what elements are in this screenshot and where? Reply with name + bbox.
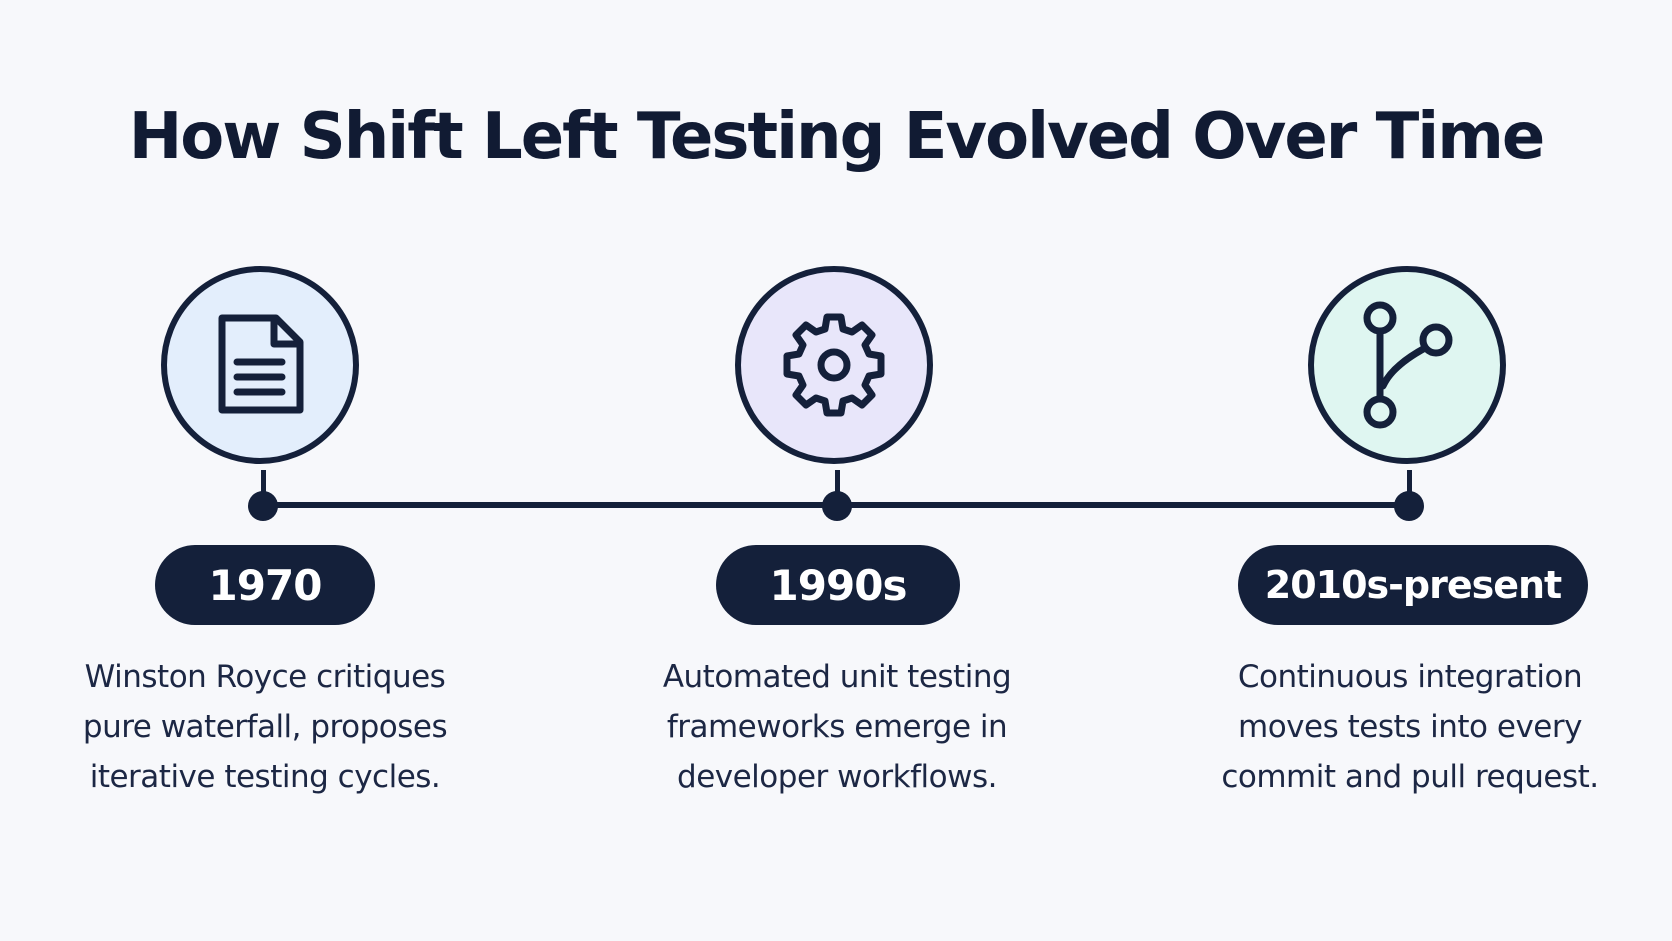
milestone-2-connector <box>835 470 840 506</box>
milestone-3-line-2: moves tests into every <box>1238 709 1582 745</box>
gear-icon <box>783 313 885 417</box>
milestone-1-line-3: iterative testing cycles. <box>89 759 441 795</box>
milestone-1-line-1: Winston Royce critiques <box>84 659 446 695</box>
milestone-2-icon-circle <box>735 266 933 464</box>
milestone-3-connector <box>1407 470 1412 506</box>
milestone-3-line-3: commit and pull request. <box>1221 759 1599 795</box>
milestone-3-icon-circle <box>1308 266 1506 464</box>
document-icon <box>218 314 304 414</box>
milestone-2-dot <box>822 491 852 521</box>
milestone-1-icon-circle <box>161 266 359 464</box>
milestone-1-connector <box>261 470 266 506</box>
milestone-2-line-2: frameworks emerge in <box>666 709 1008 745</box>
milestone-2-line-3: developer workflows. <box>677 759 997 795</box>
diagram-title: How Shift Left Testing Evolved Over Time <box>128 100 1546 174</box>
milestone-1-description: Winston Royce critiques pure waterfall, … <box>45 652 485 802</box>
git-branch-icon <box>1363 301 1453 429</box>
milestone-3-dot <box>1394 491 1424 521</box>
milestone-2-year-pill: 1990s <box>716 545 960 625</box>
milestone-3-year-pill: 2010s-present <box>1238 545 1588 625</box>
milestone-3-year: 2010s-present <box>1264 563 1562 607</box>
milestone-3-line-1: Continuous integration <box>1237 659 1583 695</box>
milestone-1-dot <box>248 491 278 521</box>
milestone-1-year-pill: 1970 <box>155 545 375 625</box>
milestone-3-description: Continuous integration moves tests into … <box>1190 652 1630 802</box>
milestone-1-line-2: pure waterfall, proposes <box>82 709 448 745</box>
milestone-2-line-1: Automated unit testing <box>662 659 1012 695</box>
milestone-2-description: Automated unit testing frameworks emerge… <box>617 652 1057 802</box>
milestone-1-year: 1970 <box>208 560 323 610</box>
milestone-2-year: 1990s <box>769 560 908 610</box>
